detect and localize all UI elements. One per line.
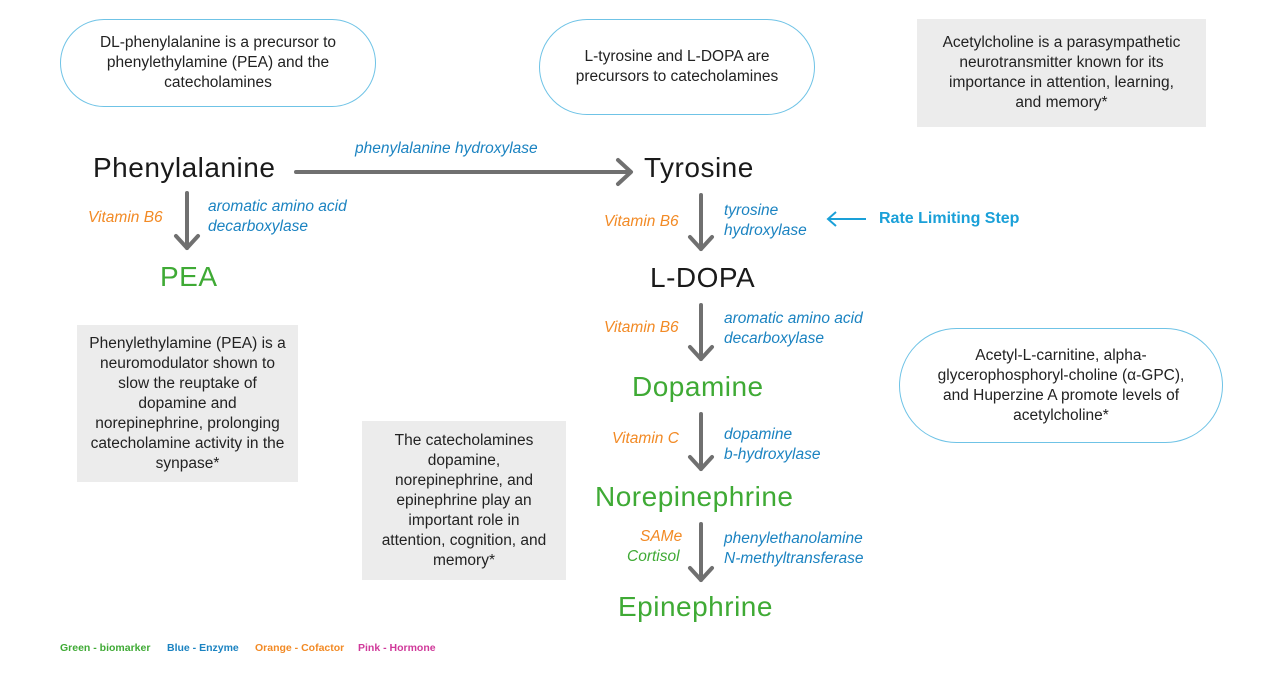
arrow-tyrosine-to-ldopa — [688, 193, 714, 251]
rate-limiting-step-label: Rate Limiting Step — [879, 210, 1020, 227]
enzyme-phe-to-pea: aromatic amino acid decarboxylase — [208, 198, 347, 235]
node-tyrosine: Tyrosine — [644, 152, 754, 183]
enzyme-pnmt: phenylethanolamine N-methyltransferase — [724, 530, 864, 567]
cofactor-dopamine-to-ne: Vitamin C — [612, 430, 679, 447]
rate-limiting-arrow-icon — [826, 211, 866, 227]
callout-acetylcholine: Acetylcholine is a parasympathetic neuro… — [917, 19, 1206, 127]
enzyme-tyrosine-hydroxylase: tyrosine hydroxylase — [724, 202, 807, 239]
cofactor-tyr-to-ldopa: Vitamin B6 — [604, 213, 679, 230]
arrow-dopamine-to-norepinephrine — [688, 412, 714, 471]
arrow-norepinephrine-to-epinephrine — [688, 522, 714, 582]
callout-tyrosine-ldopa: L-tyrosine and L-DOPA are precursors to … — [539, 19, 815, 115]
node-dopamine: Dopamine — [632, 371, 764, 402]
legend-enzyme: Blue - Enzyme — [167, 642, 239, 654]
enzyme-ldopa-to-dopamine: aromatic amino acid decarboxylase — [724, 310, 863, 347]
enzyme-dopamine-b-hydroxylase: dopamine b-hydroxylase — [724, 426, 821, 463]
node-phenylalanine: Phenylalanine — [93, 152, 276, 183]
callout-dl-phenylalanine: DL-phenylalanine is a precursor to pheny… — [60, 19, 376, 107]
legend-hormone: Pink - Hormone — [358, 642, 436, 654]
node-pea: PEA — [160, 261, 218, 292]
callout-acetylcholine-promoters: Acetyl-L-carnitine, alpha-glycerophospho… — [899, 328, 1223, 443]
cofactor-ldopa-to-dopamine: Vitamin B6 — [604, 319, 679, 336]
cofactor-cortisol: Cortisol — [627, 548, 680, 565]
callout-catecholamines-info: The catecholamines dopamine, norepinephr… — [362, 421, 566, 580]
callout-pea-info: Phenylethylamine (PEA) is a neuromodulat… — [77, 325, 298, 482]
enzyme-phenylalanine-hydroxylase: phenylalanine hydroxylase — [355, 140, 538, 157]
arrow-ldopa-to-dopamine — [688, 303, 714, 361]
cofactor-same: SAMe — [640, 528, 683, 545]
node-ldopa: L-DOPA — [650, 262, 756, 293]
arrow-phenylalanine-to-tyrosine — [294, 158, 633, 186]
node-norepinephrine: Norepinephrine — [595, 481, 794, 512]
legend-cofactor: Orange - Cofactor — [255, 642, 345, 654]
cofactor-phe-to-pea: Vitamin B6 — [88, 209, 163, 226]
legend-biomarker: Green - biomarker — [60, 642, 151, 654]
arrow-phenylalanine-to-pea — [174, 191, 200, 250]
node-epinephrine: Epinephrine — [618, 591, 773, 622]
